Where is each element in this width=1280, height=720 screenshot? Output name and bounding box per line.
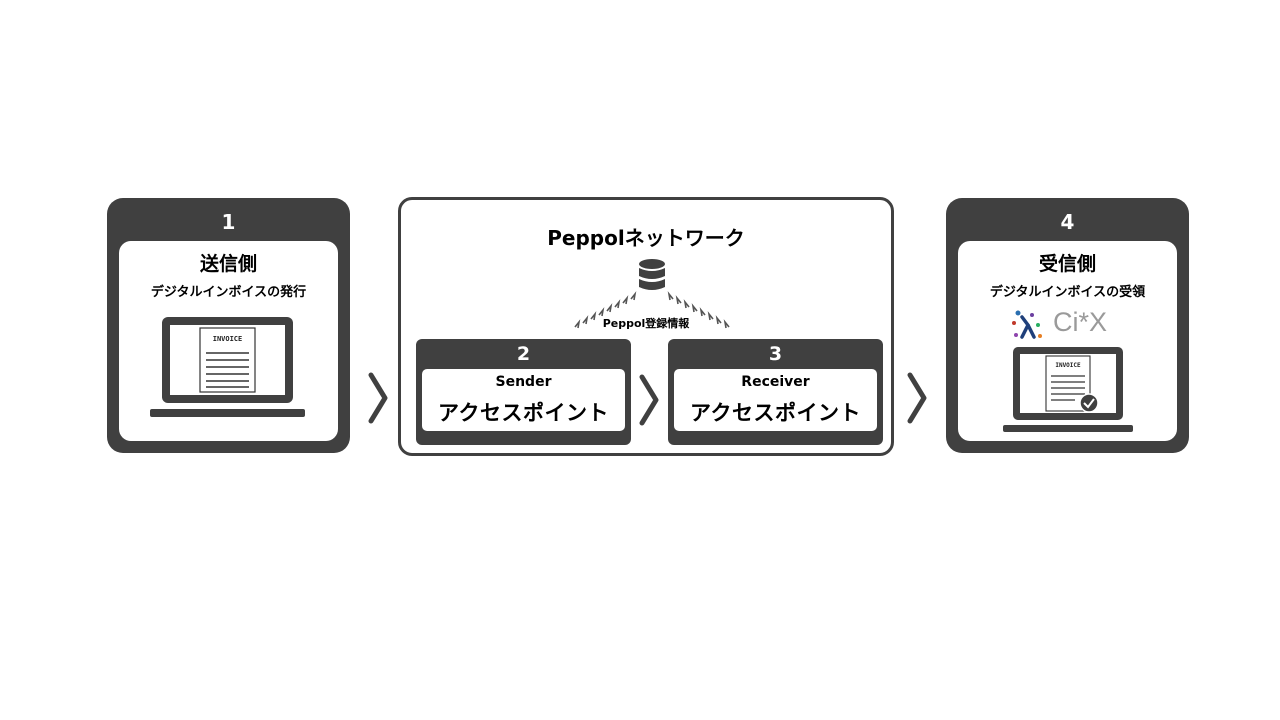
chevron-right-icon <box>907 372 927 424</box>
receiver-label-en: Receiver <box>741 374 810 390</box>
step1-subtitle: デジタルインボイスの発行 <box>150 285 307 300</box>
sender-inner: Sender アクセスポイント <box>422 369 625 431</box>
laptop-icon: INVOICE <box>1003 347 1133 432</box>
step4-inner: 受信側 デジタルインボイスの受領 Ci*X INVOICE <box>958 241 1177 441</box>
network-title: Peppolネットワーク <box>547 226 745 250</box>
receiver-inner: Receiver アクセスポイント <box>674 369 877 431</box>
registry-arrows <box>574 291 730 329</box>
step4-panel: 4 受信側 デジタルインボイスの受領 Ci*X INVOICE <box>946 198 1189 453</box>
step1-number: 1 <box>221 210 236 234</box>
sender-ap-panel: 2 Sender アクセスポイント <box>416 339 631 445</box>
receiver-label-jp: アクセスポイント <box>690 401 861 425</box>
receiver-number: 3 <box>768 343 783 365</box>
cix-logo-text: Ci*X <box>1053 307 1108 337</box>
database-icon <box>639 259 665 290</box>
chevron-right-icon <box>639 374 659 426</box>
peppol-network-panel: Peppolネットワーク Peppol登録情報 2 Sender アクセスポイン… <box>398 197 894 456</box>
check-badge-icon <box>1079 393 1099 413</box>
step1-inner: 送信側 デジタルインボイスの発行 INVOICE <box>119 241 338 441</box>
svg-text:INVOICE: INVOICE <box>1055 362 1081 369</box>
step4-title: 受信側 <box>1038 253 1096 275</box>
sender-label-jp: アクセスポイント <box>438 401 609 425</box>
step1-title: 送信側 <box>199 253 257 275</box>
sender-number: 2 <box>516 343 531 365</box>
laptop-icon: INVOICE <box>150 317 305 417</box>
chevron-right-icon <box>368 372 388 424</box>
sender-label-en: Sender <box>495 374 552 390</box>
receiver-ap-panel: 3 Receiver アクセスポイント <box>668 339 883 445</box>
registry-label: Peppol登録情報 <box>602 317 690 330</box>
step1-panel: 1 送信側 デジタルインボイスの発行 INVOICE <box>107 198 350 453</box>
svg-text:INVOICE: INVOICE <box>213 335 243 343</box>
step4-number: 4 <box>1060 210 1075 234</box>
cix-logo-icon <box>1012 310 1042 339</box>
step4-subtitle: デジタルインボイスの受領 <box>989 285 1146 300</box>
